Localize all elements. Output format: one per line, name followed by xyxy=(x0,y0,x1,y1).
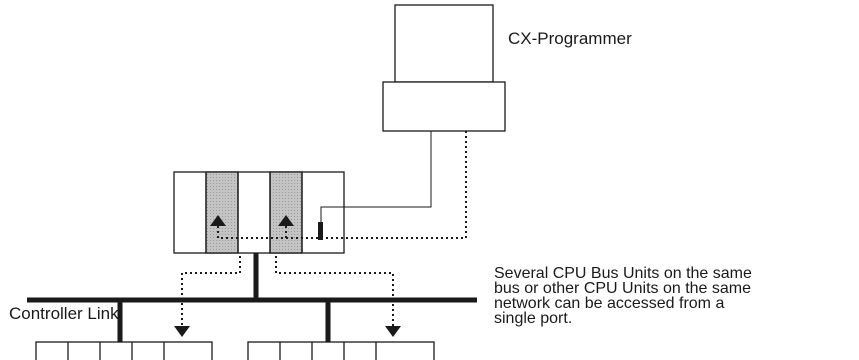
note-text: Several CPU Bus Units on the same bus or… xyxy=(494,265,854,327)
note-line: bus or other CPU Units on the same xyxy=(494,280,752,297)
controller-link-label: Controller Link xyxy=(9,304,119,323)
up-arrow-icon xyxy=(210,215,226,226)
cx-programmer-label: CX-Programmer xyxy=(508,29,632,48)
cpu-bus-unit-1 xyxy=(205,171,239,254)
note-line: Several CPU Bus Units on the same xyxy=(494,265,752,282)
note-line: network can be accessed from a xyxy=(494,295,725,312)
rack-outline xyxy=(173,171,345,254)
computer-base xyxy=(382,81,506,132)
peripheral-port xyxy=(318,222,323,240)
controller-link-network xyxy=(27,253,477,342)
main-plc-rack xyxy=(173,171,345,254)
route-arrows xyxy=(210,215,294,226)
dotted-route-branches xyxy=(181,256,394,326)
dotted-route-main xyxy=(217,131,467,239)
cpu-bus-unit-2 xyxy=(269,171,303,254)
monitor xyxy=(394,4,494,83)
solid-cable xyxy=(320,131,432,222)
remote-plc-rack-left xyxy=(35,341,213,360)
down-arrow-icon xyxy=(174,326,190,337)
up-arrow-icon xyxy=(278,215,294,226)
remote-plc-rack-right xyxy=(247,341,435,360)
down-arrow-icon xyxy=(385,326,401,337)
computer-icon xyxy=(382,4,506,132)
note-line: single port. xyxy=(494,310,573,327)
